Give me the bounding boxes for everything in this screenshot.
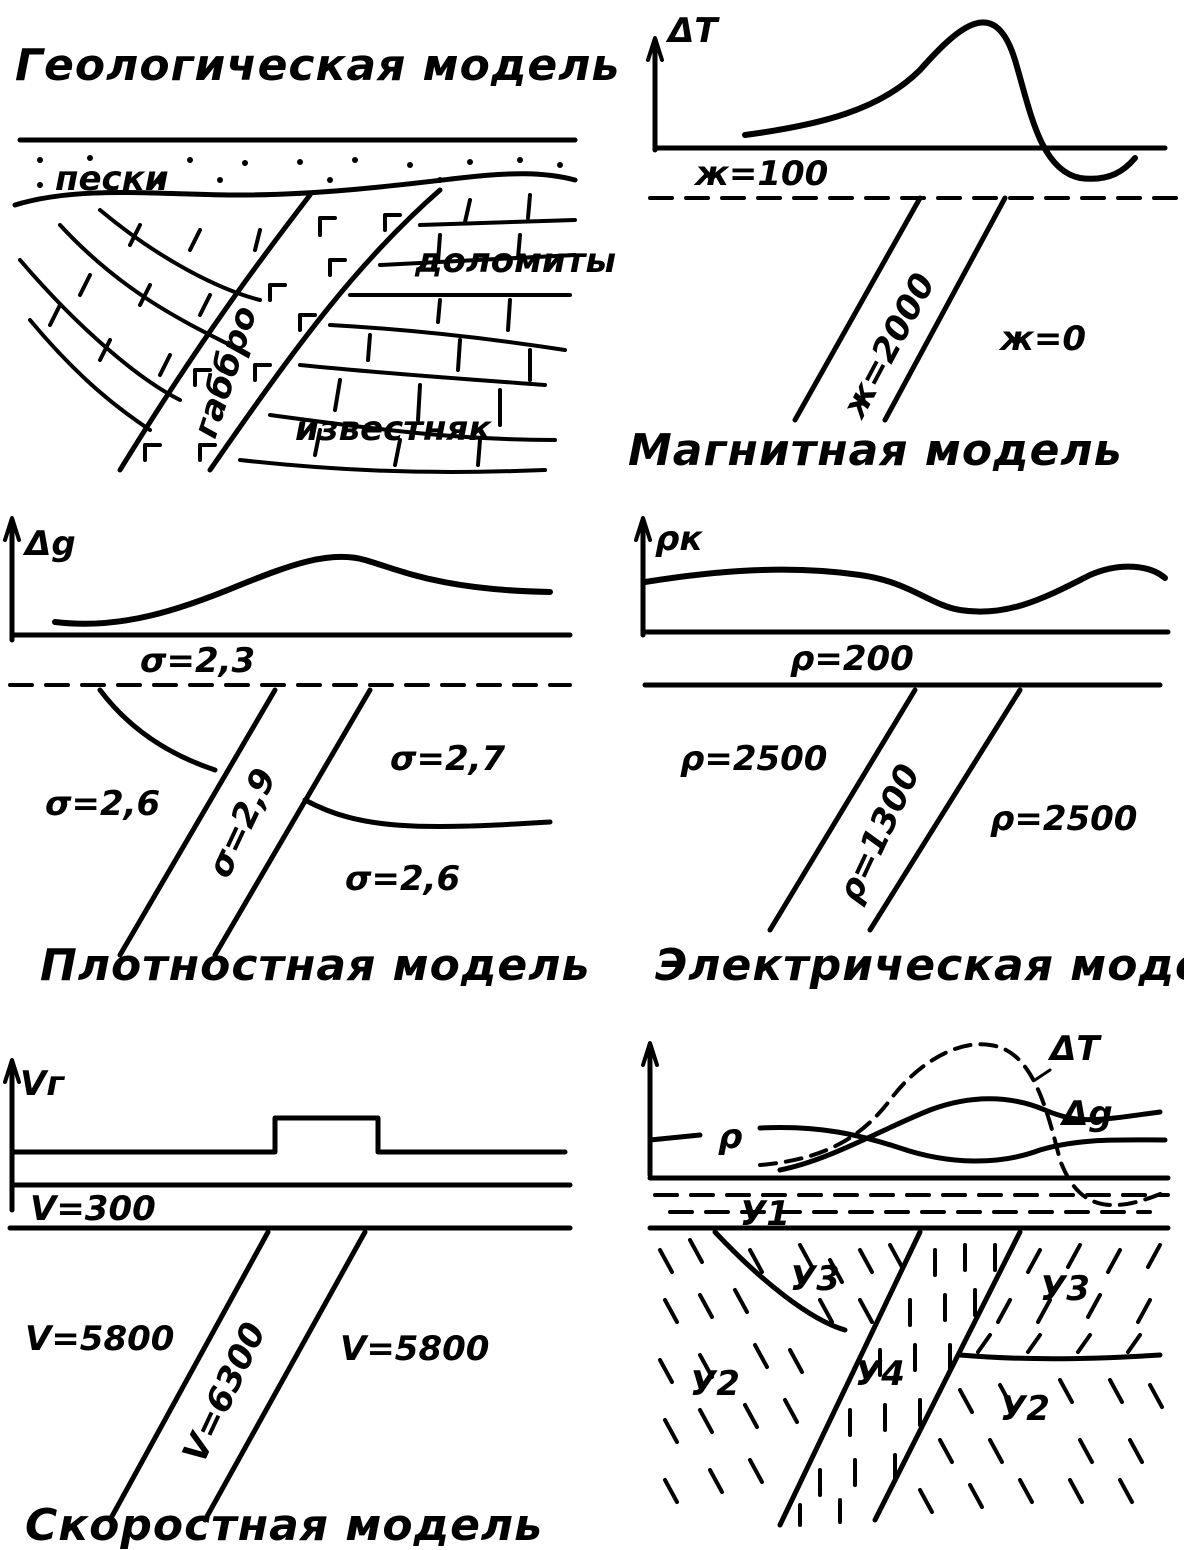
gravity-anomaly-curve bbox=[52, 553, 553, 627]
magnetic-value-cover: ж=100 bbox=[693, 154, 828, 194]
sands-base-line bbox=[12, 171, 578, 208]
density-model-caption: Плотностная модель bbox=[40, 940, 590, 991]
rock-label-sands: пески bbox=[55, 159, 169, 199]
density-value-upper-right: σ=2,7 bbox=[390, 739, 506, 779]
velocity-model-caption: Скоростная модель bbox=[25, 1500, 543, 1550]
dolomite-layer-1 bbox=[418, 218, 577, 227]
magnetic-dyke-right bbox=[882, 195, 1008, 423]
geological-model-panel: Геологическая модель bbox=[12, 40, 620, 474]
complex-unit-y2-left: У2 bbox=[690, 1364, 740, 1404]
electric-axis-label: ρк bbox=[655, 519, 703, 559]
velocity-model-panel: Vг V=300 V=5800 V=6300 V=5800 Скоростная… bbox=[3, 1058, 573, 1550]
velocity-axis-arrow bbox=[3, 1058, 21, 1084]
magnetic-axis-label: ΔT bbox=[665, 11, 720, 51]
limestone-bricks-left bbox=[48, 223, 262, 377]
density-boundary-left bbox=[97, 687, 218, 773]
velocity-axis-label: Vг bbox=[20, 1064, 65, 1104]
electric-model-caption: Электрическая модель bbox=[655, 940, 1184, 991]
electric-model-panel: ρк ρ=200 ρ=2500 ρ=1300 ρ=2500 Электричес… bbox=[634, 516, 1184, 991]
density-axis-arrow bbox=[3, 516, 21, 542]
complex-hatch-dyke bbox=[798, 1243, 997, 1527]
density-axis-label: Δg bbox=[22, 524, 76, 564]
density-dyke-right bbox=[212, 687, 373, 958]
velocity-step-curve bbox=[9, 1115, 568, 1155]
electric-value-right: ρ=2500 bbox=[990, 799, 1137, 839]
complex-unit-y3-left: У3 bbox=[790, 1259, 840, 1299]
sandstone-layer-3 bbox=[268, 413, 557, 442]
gabbro-symbols bbox=[143, 213, 402, 462]
velocity-value-cover: V=300 bbox=[30, 1189, 156, 1229]
complex-axis-arrow bbox=[641, 1041, 659, 1067]
velocity-value-right: V=5800 bbox=[340, 1329, 489, 1369]
velocity-value-left: V=5800 bbox=[25, 1319, 174, 1359]
complex-unit-y2-right: У2 bbox=[1000, 1389, 1050, 1429]
gabbro-right-contact bbox=[207, 187, 443, 473]
complex-contact-y3-left bbox=[712, 1229, 848, 1333]
density-value-dyke: σ=2,9 bbox=[200, 762, 285, 883]
electric-dyke-right bbox=[867, 687, 1023, 933]
geological-model-caption: Геологическая модель bbox=[15, 40, 620, 91]
complex-resistivity-curve bbox=[647, 1125, 1168, 1164]
complex-dyke-left bbox=[777, 1229, 923, 1528]
sandstone-layer-1 bbox=[328, 323, 567, 352]
magnetic-model-caption: Магнитная модель bbox=[628, 425, 1122, 476]
density-boundary-right bbox=[302, 797, 553, 829]
electric-value-cover: ρ=200 bbox=[790, 639, 914, 679]
density-value-left: σ=2,6 bbox=[45, 784, 160, 824]
dolomite-layer-2 bbox=[378, 253, 577, 267]
electric-value-left: ρ=2500 bbox=[680, 739, 827, 779]
apparent-resistivity-curve bbox=[642, 563, 1168, 615]
velocity-dyke-right bbox=[202, 1229, 368, 1523]
density-model-panel: Δg σ=2,3 σ=2,6 σ=2,9 σ=2,7 σ=2,6 Плотнос… bbox=[3, 516, 590, 991]
electric-value-dyke: ρ=1300 bbox=[830, 758, 929, 909]
velocity-dyke-left bbox=[107, 1229, 271, 1523]
complex-magnetic-curve bbox=[758, 1042, 1167, 1208]
complex-unit-y3-right: У3 bbox=[1040, 1269, 1090, 1309]
magnetic-axis-arrow bbox=[646, 36, 664, 62]
complex-label-dT: ΔT bbox=[1047, 1029, 1102, 1069]
limestone-layer-left-3 bbox=[98, 208, 262, 302]
complex-hatch-lower-right bbox=[918, 1378, 1164, 1514]
electric-dyke-left bbox=[767, 687, 918, 933]
limestone-layer-left-1 bbox=[18, 258, 182, 402]
magnetic-model-panel: ΔT ж=100 ж=2000 ж=0 Магнитная модель bbox=[628, 11, 1182, 476]
sandstone-layer-4 bbox=[238, 458, 547, 474]
density-value-lower-right: σ=2,6 bbox=[345, 859, 460, 899]
magnetic-value-host: ж=0 bbox=[998, 319, 1086, 359]
density-dyke-left bbox=[117, 687, 278, 958]
limestone-layer-left-4 bbox=[28, 318, 152, 432]
magnetic-dyke-left bbox=[792, 195, 923, 423]
density-value-cover: σ=2,3 bbox=[140, 641, 255, 681]
limestone-layer-left-2 bbox=[58, 223, 232, 347]
dolomite-bricks-right bbox=[313, 193, 532, 467]
sandstone-layer-2 bbox=[298, 363, 547, 387]
gabbro-left-contact bbox=[117, 192, 313, 473]
complex-hatch-right bbox=[976, 1243, 1162, 1354]
complex-model-panel: ΔT Δg ρ У1 bbox=[641, 1029, 1171, 1528]
complex-label-dg: Δg bbox=[1059, 1094, 1113, 1134]
complex-hatch-left bbox=[658, 1238, 904, 1504]
rock-label-limestone: известняк bbox=[295, 409, 492, 449]
velocity-value-dyke: V=6300 bbox=[175, 1316, 274, 1468]
rock-label-dolomites: доломиты bbox=[414, 241, 616, 281]
electric-axis-arrow bbox=[634, 516, 652, 542]
complex-gravity-curve bbox=[777, 1096, 1163, 1173]
complex-unit-y4: У4 bbox=[855, 1354, 905, 1394]
magnetic-anomaly-curve bbox=[742, 19, 1138, 182]
complex-label-leader bbox=[1033, 1068, 1052, 1082]
complex-dyke-right bbox=[872, 1229, 1023, 1523]
complex-contact-y3-right bbox=[957, 1352, 1163, 1362]
complex-label-rho: ρ bbox=[718, 1117, 742, 1157]
